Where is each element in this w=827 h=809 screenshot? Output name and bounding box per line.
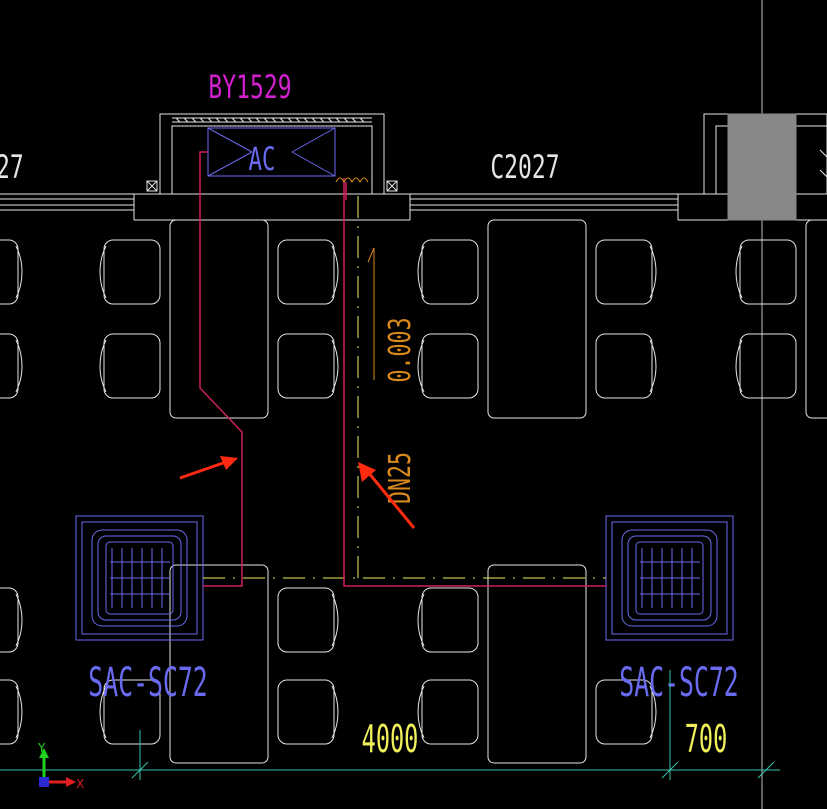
chair (99, 239, 161, 305)
chair (735, 333, 797, 399)
chair (417, 587, 479, 653)
unit-label-left: SAC-SC72 (88, 659, 207, 706)
unit-label-right: SAC-SC72 (619, 659, 738, 706)
annotation-arrow-right (358, 462, 416, 529)
chair (735, 239, 797, 305)
dimension-700: 700 (685, 718, 728, 761)
dimension-4000: 4000 (362, 718, 419, 761)
table (487, 564, 587, 764)
chair (277, 679, 339, 745)
pipe-coil-icon (335, 177, 369, 184)
window-tag-c2027: C2027 (490, 148, 559, 186)
ucs-axis-icon: Y X (37, 741, 84, 791)
table (169, 219, 269, 419)
chair (0, 587, 23, 653)
cassette-unit-left[interactable] (75, 515, 204, 641)
table (169, 564, 269, 764)
table (487, 219, 587, 419)
chair (595, 679, 657, 745)
refrigerant-pipe (199, 151, 606, 587)
axis-y-label: Y (37, 741, 46, 755)
chair (417, 679, 479, 745)
wall-strip (0, 193, 827, 221)
chair (0, 239, 23, 305)
condensate-pipe-main (203, 196, 606, 579)
right-column-block (703, 113, 827, 221)
ac-indoor-unit[interactable]: AC (207, 127, 336, 178)
ac-alcove (146, 113, 398, 195)
axis-x-label: X (76, 777, 84, 791)
chair (595, 333, 657, 399)
chair (595, 239, 657, 305)
table (805, 219, 827, 419)
chair (417, 333, 479, 399)
chair (277, 239, 339, 305)
window-tag-by1529: BY1529 (208, 68, 291, 106)
chair (99, 679, 161, 745)
slope-label: 0.003 (384, 318, 418, 383)
slope-arrow (367, 247, 375, 380)
chair-group (0, 239, 797, 745)
dimension-line (0, 670, 780, 780)
annotation-arrow-left (179, 456, 238, 480)
chair (0, 679, 23, 745)
pipe-size-label: DN25 (384, 452, 418, 504)
cassette-unit-right[interactable] (605, 515, 734, 641)
chair (0, 333, 23, 399)
chair (417, 239, 479, 305)
ac-unit-label: AC (249, 140, 276, 178)
chair (277, 587, 339, 653)
chair (99, 333, 161, 399)
chair (277, 333, 339, 399)
table-group (169, 219, 827, 764)
window-tag-left: 27 (0, 148, 24, 186)
